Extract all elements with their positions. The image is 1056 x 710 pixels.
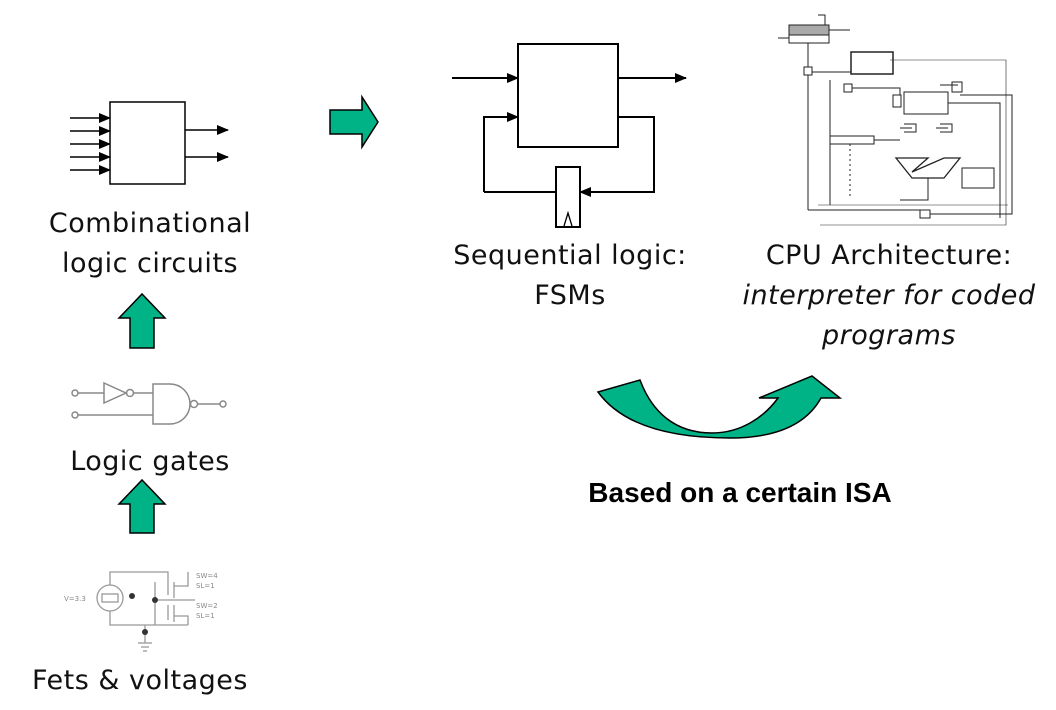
fsm-diagram [452,43,687,228]
cpu-label-line3: programs [822,320,956,351]
logic-gates-diagram [71,381,227,425]
fet-circuit-diagram [96,571,195,652]
curved-arrow-icon [596,375,843,439]
vsource-label: V=3.3 [64,595,86,603]
cpu-label-line1: CPU Architecture: [765,240,1013,271]
logic-gates-label: Logic gates [70,446,230,477]
isa-caption: Based on a certain ISA [588,477,892,508]
sequential-label: Sequential logic: FSMs [440,236,700,316]
cpu-label-interpreter: interpreter [742,280,894,311]
fet-sw1-label: SW=4 [196,572,218,580]
fet-sw2-label: SW=2 [196,602,218,610]
sequential-label-line2: FSMs [534,280,606,311]
combinational-label: Combinational logic circuits [40,204,260,284]
fet-circuit-dots [129,593,158,635]
cpu-label-for-coded: for coded [894,280,1036,311]
fet-sl2-label: SL=1 [196,612,215,620]
fets-label: Fets & voltages [32,665,248,696]
up-arrow-icon [117,292,167,349]
up-arrow-icon [117,478,167,534]
combinational-block [70,101,229,185]
fet-sl1-label: SL=1 [196,582,215,590]
sequential-label-line1: Sequential logic: [453,240,687,271]
combinational-label-line2: logic circuits [61,248,239,279]
cpu-label: CPU Architecture: interpreter for coded … [734,236,1044,356]
cpu-label-line2: interpreter for coded [734,276,1044,316]
cpu-datapath-diagram [778,14,1013,226]
combinational-label-line1: Combinational [48,208,252,239]
right-arrow-icon [329,94,379,150]
